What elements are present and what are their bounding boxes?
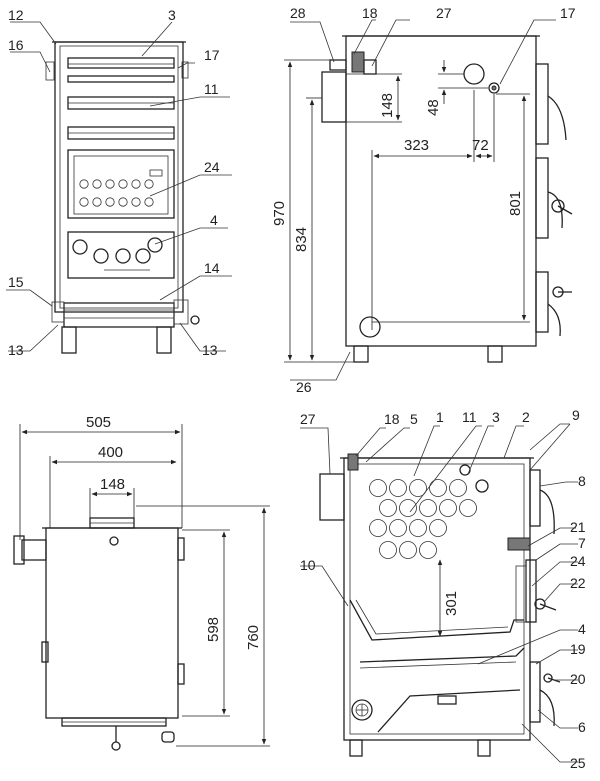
side-callout-26: 26 xyxy=(296,379,312,395)
front-callout-13-left: 13 xyxy=(8,342,24,358)
dim-148-rear: 148 xyxy=(100,476,125,493)
section-callout-10: 10 xyxy=(300,557,316,573)
dim-400: 400 xyxy=(98,444,123,461)
rear-dimensions: 505 400 148 598 760 xyxy=(19,414,270,747)
section-callout-6: 6 xyxy=(578,719,586,735)
front-callout-14: 14 xyxy=(204,260,220,276)
dim-148-side: 148 xyxy=(379,93,396,118)
front-callout-4: 4 xyxy=(210,212,218,228)
front-callout-24: 24 xyxy=(204,159,220,175)
front-leaders xyxy=(6,21,232,352)
dim-48: 48 xyxy=(425,99,442,116)
side-dimensions: 148 48 323 72 801 970 834 xyxy=(271,59,530,363)
section-callout-22: 22 xyxy=(570,575,586,591)
rear-view xyxy=(13,517,185,751)
dim-301: 301 xyxy=(443,591,460,616)
dim-970: 970 xyxy=(271,201,288,226)
section-callout-21: 21 xyxy=(570,519,586,535)
section-callout-7: 7 xyxy=(578,535,586,551)
front-callout-11: 11 xyxy=(204,81,219,97)
dim-760: 760 xyxy=(245,625,262,650)
section-callouts: 27 18 5 1 11 3 2 9 8 21 7 24 22 10 4 19 … xyxy=(300,407,586,771)
section-callout-8: 8 xyxy=(578,473,586,489)
front-callout-3: 3 xyxy=(168,7,176,23)
section-callout-20: 20 xyxy=(570,671,586,687)
section-callout-2: 2 xyxy=(522,409,530,425)
section-callout-18: 18 xyxy=(384,411,400,427)
dim-323: 323 xyxy=(404,137,429,154)
section-dimension-301: 301 xyxy=(437,559,460,637)
section-callout-25: 25 xyxy=(570,755,586,771)
front-callout-17: 17 xyxy=(204,47,220,63)
dim-72: 72 xyxy=(472,137,489,154)
front-callout-12: 12 xyxy=(8,7,24,23)
section-callout-19: 19 xyxy=(570,641,586,657)
section-callout-1: 1 xyxy=(436,409,444,425)
front-round-controls xyxy=(72,237,163,264)
side-callout-27: 27 xyxy=(436,5,452,21)
side-callout-17: 17 xyxy=(560,5,576,21)
section-callout-27: 27 xyxy=(300,411,316,427)
section-view xyxy=(319,453,561,757)
section-callout-24: 24 xyxy=(570,553,586,569)
front-callouts: 12 3 16 17 11 24 4 15 14 13 13 xyxy=(8,7,220,358)
section-callout-11: 11 xyxy=(462,409,477,425)
side-view xyxy=(321,35,573,363)
dim-834: 834 xyxy=(293,227,310,252)
front-air-holes xyxy=(79,179,154,207)
dim-801: 801 xyxy=(507,191,524,216)
front-callout-16: 16 xyxy=(8,37,24,53)
dim-598: 598 xyxy=(205,617,222,642)
section-callout-5: 5 xyxy=(410,411,418,427)
dim-505: 505 xyxy=(86,414,111,431)
section-callout-3: 3 xyxy=(492,409,500,425)
front-callout-13-right: 13 xyxy=(202,342,218,358)
section-callout-9: 9 xyxy=(572,407,580,423)
section-tubes xyxy=(369,479,489,559)
section-callout-4: 4 xyxy=(578,621,586,637)
side-callouts: 28 18 27 17 26 xyxy=(290,5,576,395)
side-callout-18: 18 xyxy=(362,5,378,21)
side-leaders xyxy=(290,19,556,381)
side-callout-28: 28 xyxy=(290,5,306,21)
section-leaders xyxy=(300,423,578,763)
front-callout-15: 15 xyxy=(8,274,24,290)
front-view xyxy=(45,41,200,354)
